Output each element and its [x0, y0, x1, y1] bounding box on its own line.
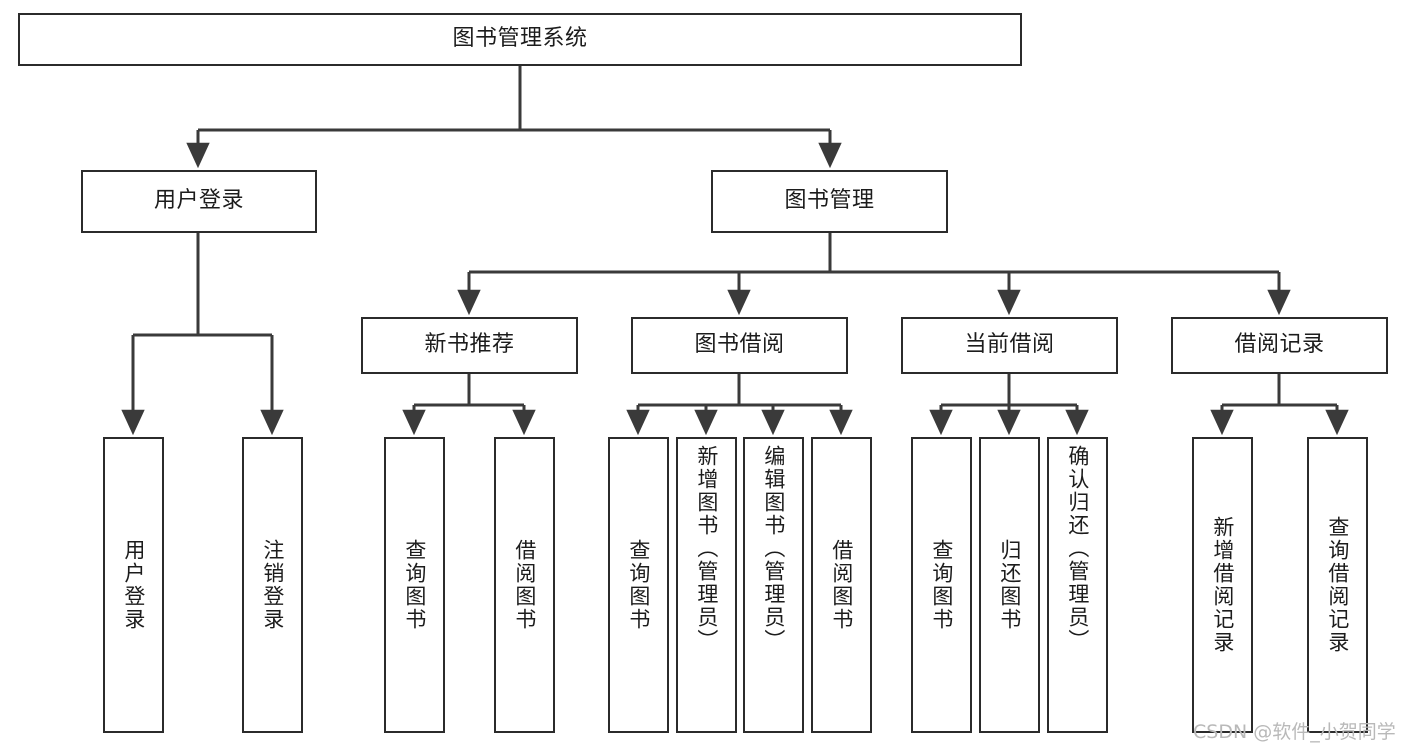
node-new-book-recommend-label: 新书推荐 — [424, 332, 515, 358]
node-leaf-user-login-label: 用户登录 — [121, 539, 146, 631]
node-leaf-current-query-label: 查询图书 — [929, 539, 954, 631]
node-leaf-borrow-query[interactable]: 查询图书 — [608, 437, 669, 733]
node-leaf-newbook-borrow[interactable]: 借阅图书 — [494, 437, 555, 733]
node-leaf-user-login[interactable]: 用户登录 — [103, 437, 164, 733]
node-leaf-record-add[interactable]: 新增借阅记录 — [1192, 437, 1253, 733]
node-leaf-borrow-book[interactable]: 借阅图书 — [811, 437, 872, 733]
node-leaf-return-book-label: 归还图书 — [997, 539, 1022, 631]
node-root-label: 图书管理系统 — [452, 26, 588, 52]
node-user-login[interactable]: 用户登录 — [81, 170, 317, 233]
csdn-watermark: CSDN @软件_小贺同学 — [1193, 721, 1396, 743]
node-leaf-book-add-label: 新增图书（管理员） — [694, 445, 719, 652]
node-current-borrow[interactable]: 当前借阅 — [901, 317, 1118, 374]
node-book-management-label: 图书管理 — [784, 188, 875, 214]
node-leaf-record-query-label: 查询借阅记录 — [1325, 516, 1350, 654]
node-leaf-book-add[interactable]: 新增图书（管理员） — [676, 437, 737, 733]
node-leaf-logout[interactable]: 注销登录 — [242, 437, 303, 733]
node-borrow-record[interactable]: 借阅记录 — [1171, 317, 1388, 374]
node-leaf-newbook-query[interactable]: 查询图书 — [384, 437, 445, 733]
node-leaf-return-book[interactable]: 归还图书 — [979, 437, 1040, 733]
node-leaf-borrow-book-label: 借阅图书 — [829, 539, 854, 631]
node-leaf-confirm-return-label: 确认归还（管理员） — [1065, 445, 1090, 652]
node-current-borrow-label: 当前借阅 — [964, 332, 1055, 358]
node-leaf-book-edit[interactable]: 编辑图书（管理员） — [743, 437, 804, 733]
node-leaf-confirm-return[interactable]: 确认归还（管理员） — [1047, 437, 1108, 733]
node-book-borrow-label: 图书借阅 — [694, 332, 785, 358]
node-user-login-label: 用户登录 — [153, 188, 244, 214]
node-book-management[interactable]: 图书管理 — [711, 170, 948, 233]
node-leaf-newbook-borrow-label: 借阅图书 — [512, 539, 537, 631]
node-leaf-current-query[interactable]: 查询图书 — [911, 437, 972, 733]
node-leaf-book-edit-label: 编辑图书（管理员） — [761, 445, 786, 652]
node-borrow-record-label: 借阅记录 — [1234, 332, 1325, 358]
node-leaf-newbook-query-label: 查询图书 — [402, 539, 427, 631]
node-leaf-record-query[interactable]: 查询借阅记录 — [1307, 437, 1368, 733]
node-book-borrow[interactable]: 图书借阅 — [631, 317, 848, 374]
node-root[interactable]: 图书管理系统 — [18, 13, 1022, 66]
node-new-book-recommend[interactable]: 新书推荐 — [361, 317, 578, 374]
node-leaf-borrow-query-label: 查询图书 — [626, 539, 651, 631]
node-leaf-logout-label: 注销登录 — [260, 539, 285, 631]
node-leaf-record-add-label: 新增借阅记录 — [1210, 516, 1235, 654]
